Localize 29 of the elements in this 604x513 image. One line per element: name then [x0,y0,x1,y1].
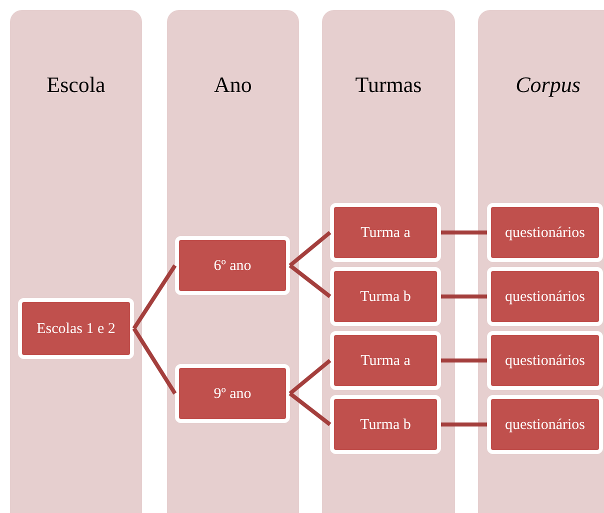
process-box: questionários [487,331,603,390]
column-heading: Escola [46,72,106,98]
process-box: Turma b [330,395,441,454]
connector-line [288,230,332,268]
column-panel [478,10,604,513]
column-panel [322,10,455,513]
connector-line [441,422,487,426]
column-panel [167,10,299,513]
column-heading: Corpus [514,72,582,98]
connector-line [288,358,332,396]
connector-line [288,392,332,426]
column-heading: Ano [213,72,253,98]
process-box: questionários [487,267,603,326]
process-box: questionários [487,395,603,454]
process-box: Turma b [330,267,441,326]
process-box: Escolas 1 e 2 [18,298,134,359]
connector-line [441,358,487,362]
process-box: Turma a [330,203,441,262]
column-heading: Turmas [354,72,423,98]
column-panel [10,10,142,513]
connector-line [132,327,177,395]
connector-line [132,264,177,330]
process-box: 6º ano [175,236,290,295]
process-box: Turma a [330,331,441,390]
connector-line [441,294,487,298]
process-box: questionários [487,203,603,262]
connector-line [288,264,332,298]
connector-line [441,230,487,234]
process-box: 9º ano [175,364,290,423]
